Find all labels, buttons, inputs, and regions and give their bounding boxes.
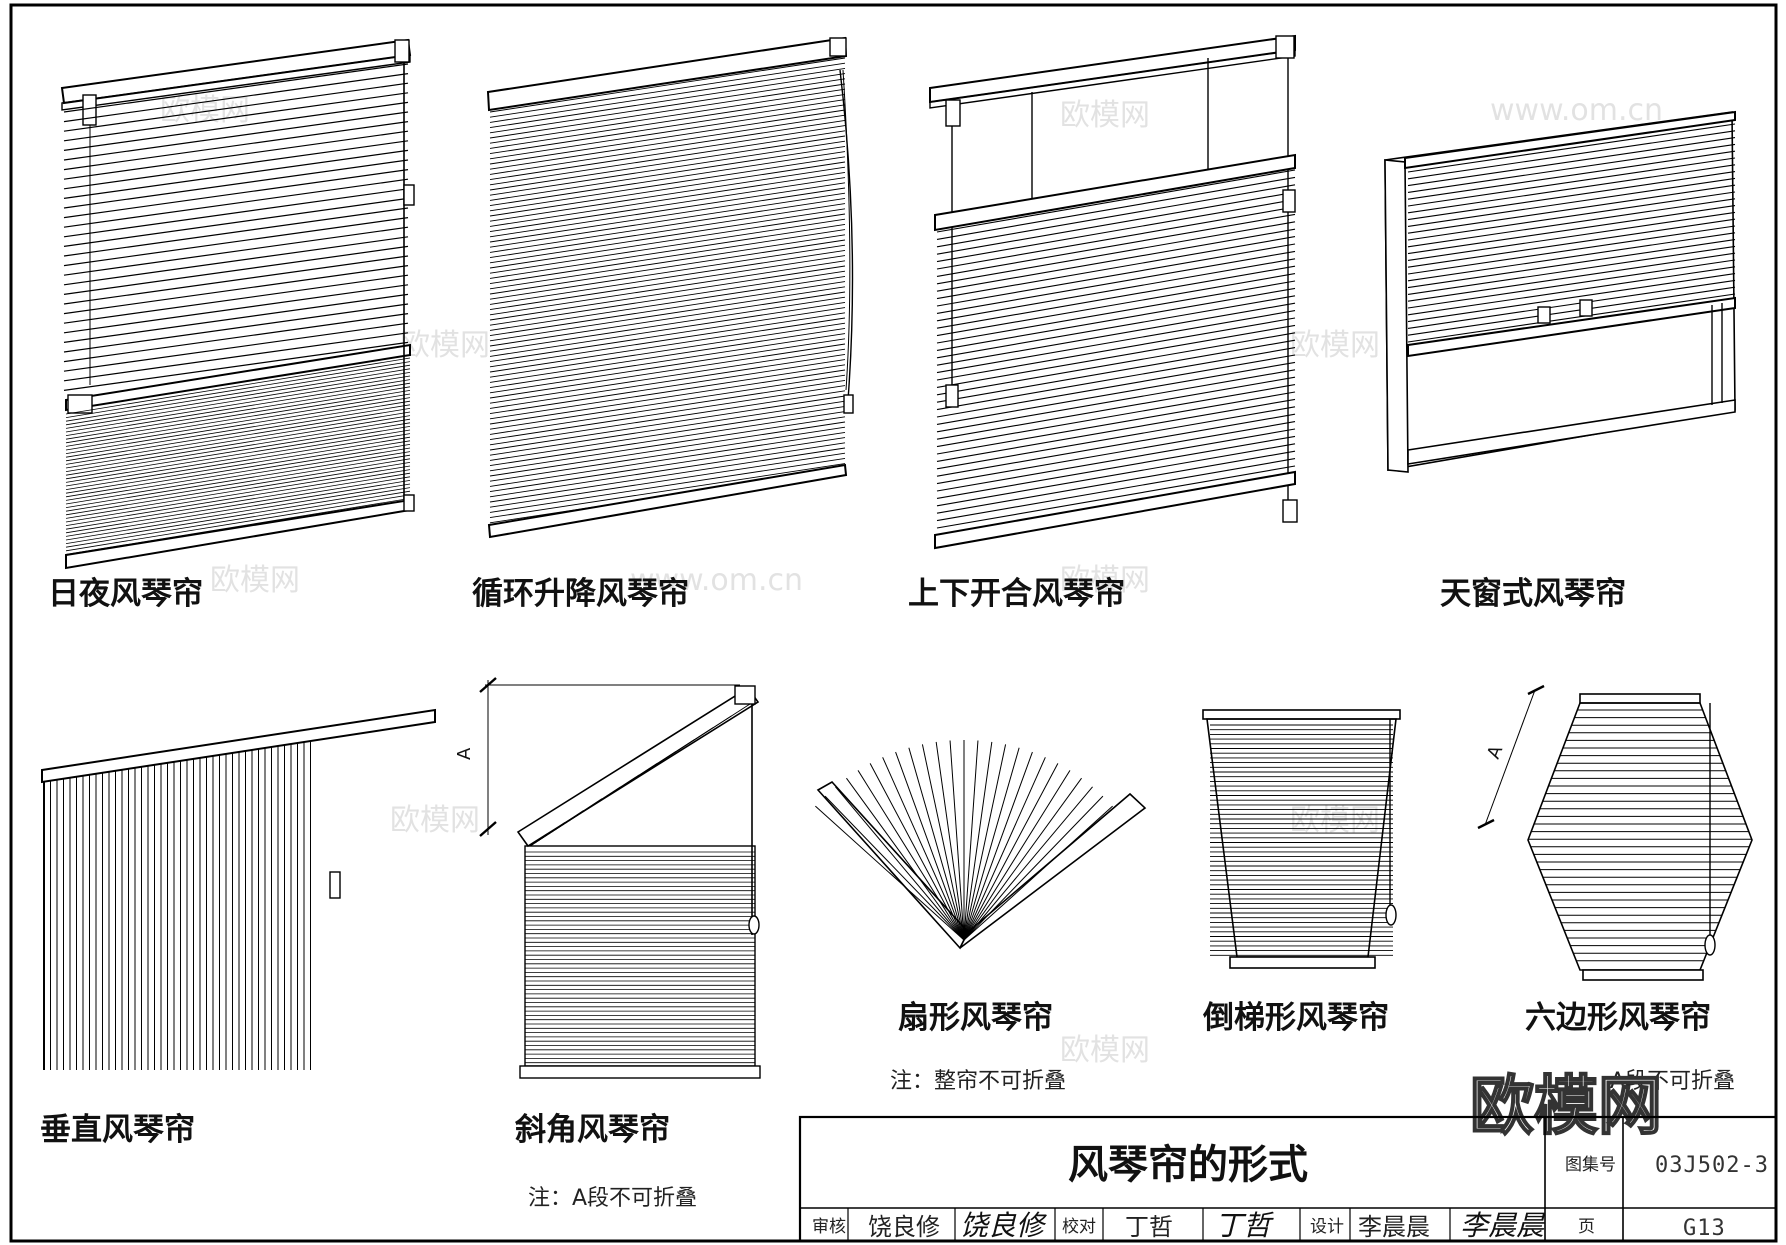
designer-name: 李晨晨: [1358, 1213, 1430, 1241]
note-oblique: 注：A段不可折叠: [528, 1186, 697, 1211]
watermark-url: www.om.cn: [1490, 93, 1663, 128]
label-top-down-bottom-up: 上下开合风琴帘: [908, 576, 1125, 612]
label-fan: 扇形风琴帘: [898, 1000, 1053, 1036]
label-oblique: 斜角风琴帘: [515, 1112, 670, 1148]
drawing-title: 风琴帘的形式: [1068, 1142, 1308, 1188]
watermark-text: 欧模网: [1290, 803, 1380, 838]
note-hexagon: A段不可折叠: [1610, 1069, 1735, 1094]
label-skylight: 天窗式风琴帘: [1440, 576, 1626, 612]
review-label: 审核: [812, 1217, 846, 1237]
atlas-no-value: 03J502-3: [1655, 1153, 1769, 1178]
watermark-text: 欧模网: [1060, 98, 1150, 133]
check-label: 校对: [1062, 1217, 1096, 1237]
designer-signature: 李晨晨: [1460, 1209, 1546, 1242]
top-down-bottom-up-shade-drawing: [929, 34, 1298, 550]
page-no-value: G13: [1683, 1216, 1726, 1241]
checker-signature: 丁哲: [1215, 1209, 1274, 1242]
design-label: 设计: [1310, 1217, 1344, 1237]
dim-a-hexagon: A: [1483, 742, 1507, 762]
watermark-text: 欧模网: [1290, 328, 1380, 363]
fan-shade-drawing: [815, 740, 1147, 950]
oblique-shade-drawing: [479, 677, 761, 1079]
vertical-shade-drawing: [41, 708, 436, 1070]
atlas-no-label: 图集号: [1565, 1155, 1616, 1175]
day-night-shade-drawing: [60, 38, 415, 570]
note-fan: 注：整帘不可折叠: [890, 1069, 1066, 1094]
reviewer-signature: 饶良修: [960, 1209, 1047, 1242]
dim-a-oblique: A: [454, 747, 475, 760]
page-label: 页: [1578, 1217, 1595, 1237]
label-vertical: 垂直风琴帘: [40, 1112, 195, 1148]
hexagon-shade-drawing: [1477, 684, 1753, 981]
label-inverted-trapezoid: 倒梯形风琴帘: [1202, 1000, 1389, 1036]
checker-name: 丁哲: [1125, 1213, 1173, 1241]
inverted-trapezoid-shade-drawing: [1202, 709, 1401, 969]
label-cyclic: 循环升降风琴帘: [472, 576, 689, 612]
faint-watermarks: 欧模网 欧模网 欧模网 欧模网 欧模网 欧模网 欧模网 欧模网 欧模网 www.…: [160, 93, 1663, 1068]
watermark-text: 欧模网: [390, 803, 480, 838]
label-hexagon: 六边形风琴帘: [1525, 1000, 1711, 1036]
watermark-url: www.om.cn: [630, 563, 803, 598]
watermark-text: 欧模网: [1060, 563, 1150, 598]
watermark-text: 欧模网: [400, 328, 490, 363]
reviewer-name: 饶良修: [868, 1213, 940, 1241]
watermark-text: 欧模网: [160, 93, 250, 128]
title-block: [798, 1115, 1778, 1243]
cyclic-shade-drawing: [486, 36, 854, 539]
watermark-text: 欧模网: [1060, 1033, 1150, 1068]
watermark-logo: 欧模网: [1470, 1070, 1662, 1144]
label-day-night: 日夜风琴帘: [48, 576, 203, 612]
watermark-text: 欧模网: [210, 563, 300, 598]
skylight-shade-drawing: [1384, 110, 1736, 473]
